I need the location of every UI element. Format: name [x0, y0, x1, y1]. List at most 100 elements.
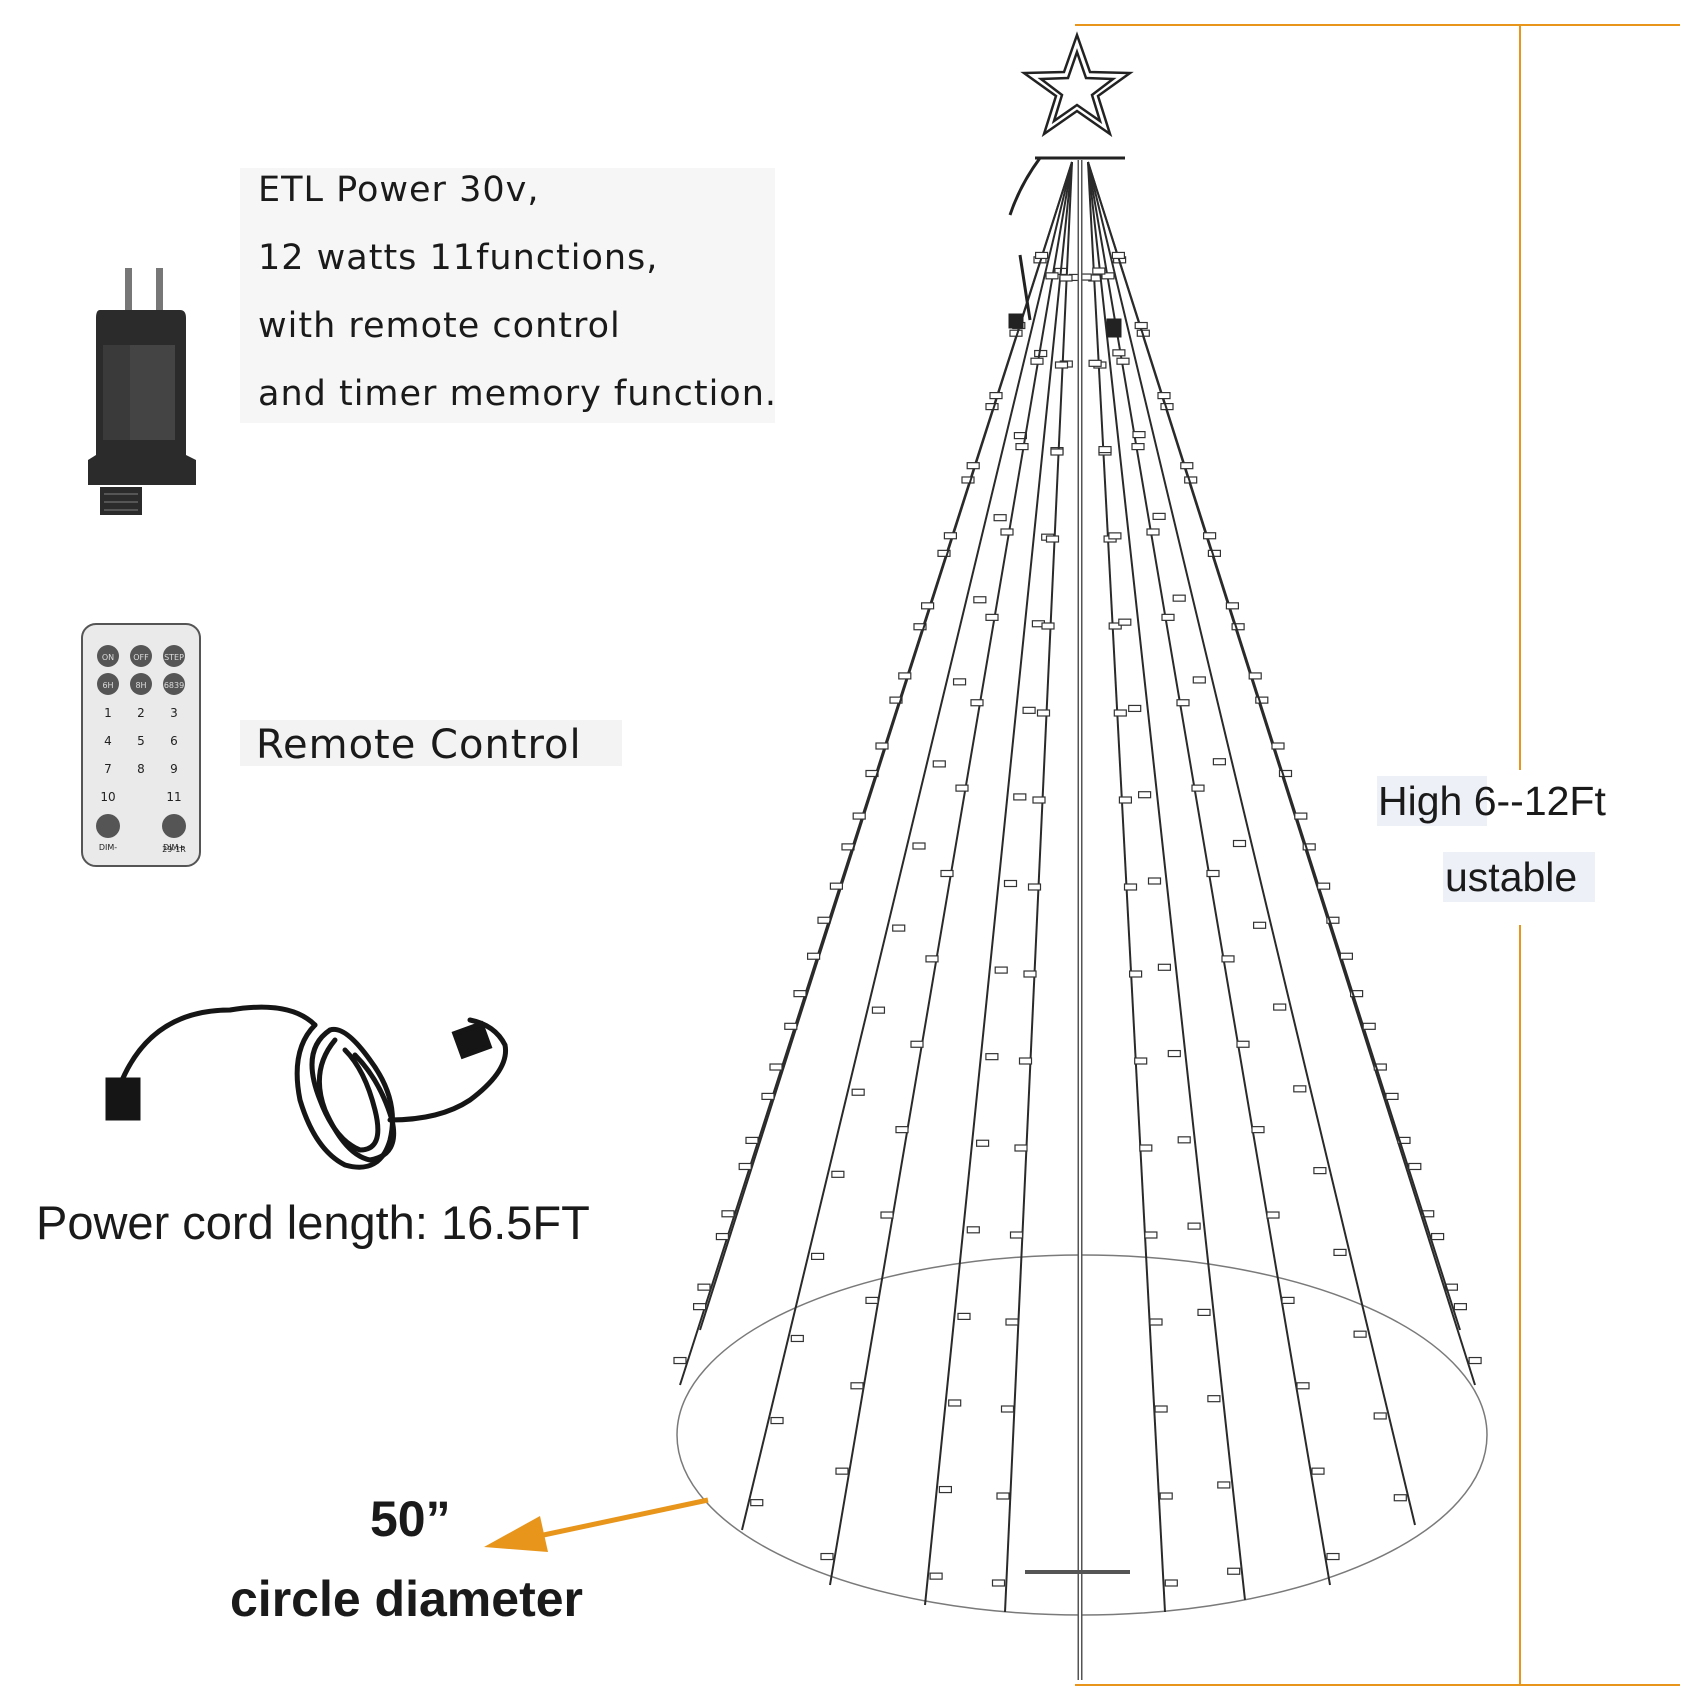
led-bulb [1293, 1085, 1307, 1093]
led-bulb [1176, 699, 1190, 707]
led-bulb [770, 1416, 784, 1425]
led-bulb [1009, 1231, 1024, 1239]
remote-button-label: 29-1R [162, 845, 186, 854]
led-bulb [850, 1382, 864, 1390]
led-bulb [929, 1572, 943, 1580]
remote-button-label: 9 [170, 762, 178, 776]
remote-button-label: 8 [137, 762, 145, 776]
led-bulb [1137, 791, 1152, 799]
spec-line-watts: 12 watts 11functions, [258, 238, 659, 278]
led-bulb [1045, 535, 1060, 543]
led-bulb [1167, 1049, 1181, 1058]
led-bulb [784, 1022, 798, 1030]
led-bulb [745, 1136, 759, 1145]
remote-button-label: 6839 [164, 681, 184, 690]
led-bulb [1000, 1405, 1015, 1413]
led-bulb [1393, 1494, 1407, 1502]
led-bulb [937, 549, 951, 557]
height-sub-background [1443, 852, 1595, 902]
led-bulb [1123, 883, 1138, 891]
led-bulb [1266, 1211, 1280, 1219]
led-bulb [1108, 622, 1122, 630]
led-bulb [1027, 883, 1042, 891]
led-bulb [1112, 349, 1126, 357]
led-bulb [1430, 1232, 1445, 1241]
led-bulb [898, 672, 912, 680]
led-bulb [1192, 676, 1206, 684]
led-bulb [835, 1467, 849, 1475]
diameter-label: circle diameter [230, 1571, 583, 1627]
center-pole [1025, 160, 1130, 1680]
led-bulb [1014, 1144, 1028, 1152]
led-bulb [1059, 274, 1073, 282]
remote-button-label: 1 [104, 706, 112, 720]
led-bulb [810, 1252, 825, 1261]
led-bulb [994, 966, 1008, 974]
led-bulb [1316, 882, 1331, 890]
led-bulb [948, 1399, 962, 1407]
led-bulb [721, 1210, 735, 1218]
led-bulb [961, 476, 975, 484]
led-bulb [940, 869, 954, 878]
led-bulb [1273, 1003, 1287, 1011]
led-bulb [1362, 1022, 1376, 1030]
led-bulb [892, 924, 906, 932]
led-bulb [1225, 602, 1240, 610]
led-bulb [1252, 921, 1267, 929]
light-strand [741, 161, 1073, 1531]
led-bulb [1161, 613, 1175, 621]
led-bulb [1022, 706, 1036, 714]
led-bulb [1397, 1136, 1411, 1145]
led-bulb [1385, 1092, 1399, 1101]
led-bulb [1212, 758, 1227, 766]
led-bulb [1088, 359, 1102, 367]
led-bulb [1159, 1492, 1173, 1500]
led-bulb [1207, 1395, 1221, 1403]
led-bulb [817, 916, 831, 924]
led-bulb [1149, 1318, 1163, 1326]
led-bulb [985, 403, 999, 411]
led-bulb [996, 1492, 1010, 1500]
height-label: High 6--12Ft [1378, 778, 1606, 824]
led-bulb [1278, 769, 1293, 778]
led-bulb [1468, 1356, 1482, 1365]
led-bulb [1041, 622, 1055, 630]
led-bulb [989, 392, 1003, 400]
led-bulb [1217, 1481, 1231, 1489]
led-bulb [1045, 272, 1059, 280]
led-bulb [1128, 704, 1142, 713]
led-bulb [806, 952, 821, 960]
led-bulb [938, 1485, 953, 1494]
led-bulb [1118, 618, 1132, 626]
led-bulb [1134, 1057, 1148, 1065]
power-adapter-icon [88, 268, 196, 515]
led-bulb [1144, 1231, 1158, 1239]
led-bulb [1453, 1303, 1468, 1311]
led-bulb [750, 1499, 764, 1507]
led-bulb [993, 514, 1007, 522]
led-bulb [1013, 793, 1027, 801]
led-bulb [1296, 1382, 1310, 1390]
light-strand [924, 161, 1073, 1606]
remote-button-label: 4 [104, 734, 112, 748]
led-bulb [793, 990, 807, 998]
led-bulb [889, 696, 903, 704]
remote-button-label: STEP [164, 653, 184, 662]
spec-text-background [240, 168, 775, 423]
led-bulb [790, 1334, 804, 1343]
led-bulb [920, 602, 935, 610]
led-bulb [1018, 1057, 1033, 1065]
led-bulb [895, 1126, 909, 1134]
remote-control-label: Remote Control [256, 722, 582, 768]
led-bulb [851, 1088, 865, 1096]
led-bulb [932, 760, 946, 768]
led-bulb [1177, 1136, 1191, 1144]
remote-button-label: 10 [100, 790, 115, 804]
remote-button [162, 814, 186, 838]
remote-button [97, 645, 119, 667]
led-bulb [1116, 357, 1130, 365]
led-bulb [1147, 877, 1162, 885]
led-bulb [1206, 869, 1220, 878]
led-bulb [1164, 1579, 1178, 1587]
